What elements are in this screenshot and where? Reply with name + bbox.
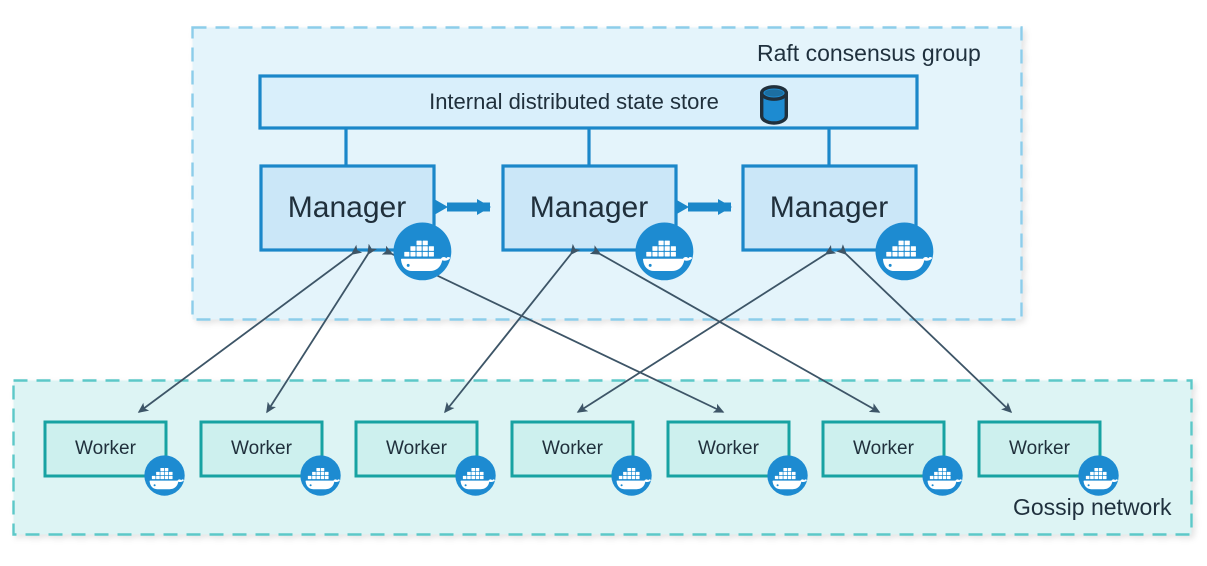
docker-whale-icon-worker-4 [611,455,652,496]
state-store-connectors [344,126,831,167]
worker-box-1[interactable] [43,420,168,478]
docker-whale-icon-manager-3 [875,222,934,281]
docker-whale-icon-worker-3 [455,455,496,496]
worker-box-7[interactable] [977,420,1102,478]
docker-whale-icon-manager-2 [635,222,694,281]
docker-whale-icon-worker-5 [767,455,808,496]
docker-whale-icon-manager-1 [393,222,452,281]
edge-manager-2-worker-6 [589,245,881,413]
worker-box-6[interactable] [821,420,946,478]
docker-whale-icon-worker-2 [300,455,341,496]
worker-box-4[interactable] [510,420,635,478]
database-cylinder-icon [759,85,789,125]
worker-manager-edges [137,243,1013,414]
edge-manager-3-worker-7 [836,244,1013,414]
docker-whale-icon-worker-7 [1078,455,1119,496]
gossip-group-label: Gossip network [1013,494,1172,520]
worker-box-2[interactable] [199,420,324,478]
worker-box-3[interactable] [354,420,479,478]
state-store-box[interactable] [258,74,919,130]
raft-group-label: Raft consensus group [757,40,981,66]
worker-box-5[interactable] [666,420,791,478]
docker-whale-icon-worker-1 [144,455,185,496]
edge-manager-1-worker-2 [266,243,377,414]
docker-whale-icon-worker-6 [922,455,963,496]
